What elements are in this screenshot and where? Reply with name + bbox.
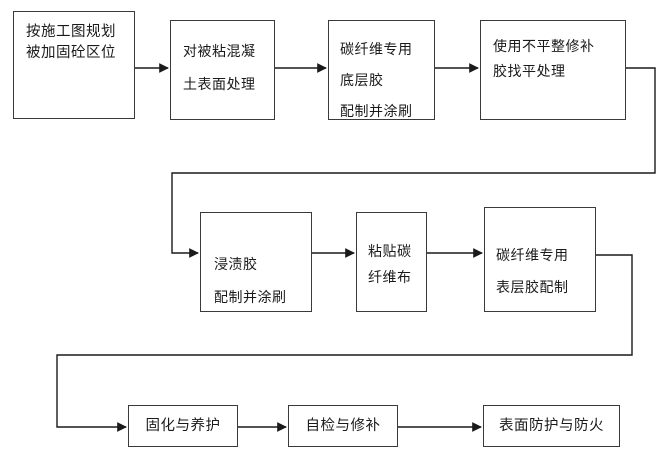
node-line: 使用不平整修补 [493, 39, 595, 55]
node-line: 碳纤维专用 [496, 248, 569, 264]
process-box-plan-zone[interactable]: 按施工图规划 被加固砼区位 [13, 11, 135, 119]
process-box-self-inspection[interactable]: 自检与修补 [288, 405, 398, 447]
node-line: 自检与修补 [305, 417, 381, 434]
process-box-surface-treatment[interactable]: 对被粘混凝 土表面处理 [170, 20, 275, 120]
process-box-apply-fiber-cloth[interactable]: 粘贴碳 纤维布 [356, 212, 427, 312]
node-line: 被加固砼区位 [26, 45, 116, 61]
node-line: 表面防护与防火 [499, 417, 604, 434]
node-line: 表层胶配制 [496, 280, 569, 296]
process-box-topcoat-mix[interactable]: 碳纤维专用 表层胶配制 [484, 207, 596, 312]
node-line: 碳纤维专用 [340, 42, 413, 58]
process-box-primer-mix[interactable]: 碳纤维专用 底层胶 配制并涂刷 [328, 20, 435, 120]
node-line: 粘贴碳 [368, 244, 412, 260]
process-box-curing[interactable]: 固化与养护 [128, 405, 238, 447]
process-box-impregnating-resin[interactable]: 浸渍胶 配制并涂刷 [200, 212, 312, 312]
process-box-surface-protection[interactable]: 表面防护与防火 [483, 405, 620, 447]
node-line: 固化与养护 [145, 417, 221, 434]
node-line: 浸渍胶 [214, 257, 258, 273]
node-line: 配制并涂刷 [214, 290, 287, 306]
node-line: 配制并涂刷 [340, 104, 413, 120]
process-box-leveling-putty[interactable]: 使用不平整修补 胶找平处理 [480, 20, 626, 120]
node-line: 对被粘混凝 [183, 44, 256, 60]
node-line: 按施工图规划 [26, 24, 116, 40]
node-line: 底层胶 [340, 73, 384, 89]
node-line: 土表面处理 [183, 77, 256, 93]
node-line: 纤维布 [368, 270, 412, 286]
node-line: 胶找平处理 [493, 64, 566, 80]
